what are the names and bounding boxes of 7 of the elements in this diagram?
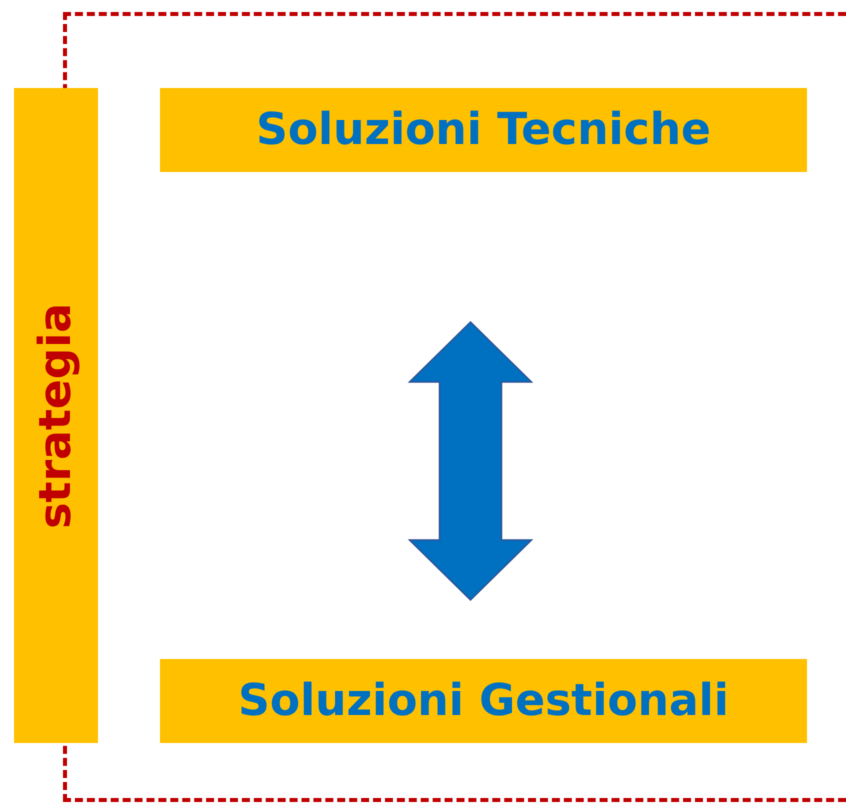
double-arrow	[408, 320, 534, 602]
vertical-bar	[14, 88, 98, 743]
bar-label: Soluzioni Tecniche	[256, 108, 711, 152]
title-bar	[160, 659, 807, 743]
bar-label: strategia	[34, 302, 78, 528]
title-bar	[160, 88, 807, 172]
bar-label: Soluzioni Gestionali	[238, 679, 729, 723]
